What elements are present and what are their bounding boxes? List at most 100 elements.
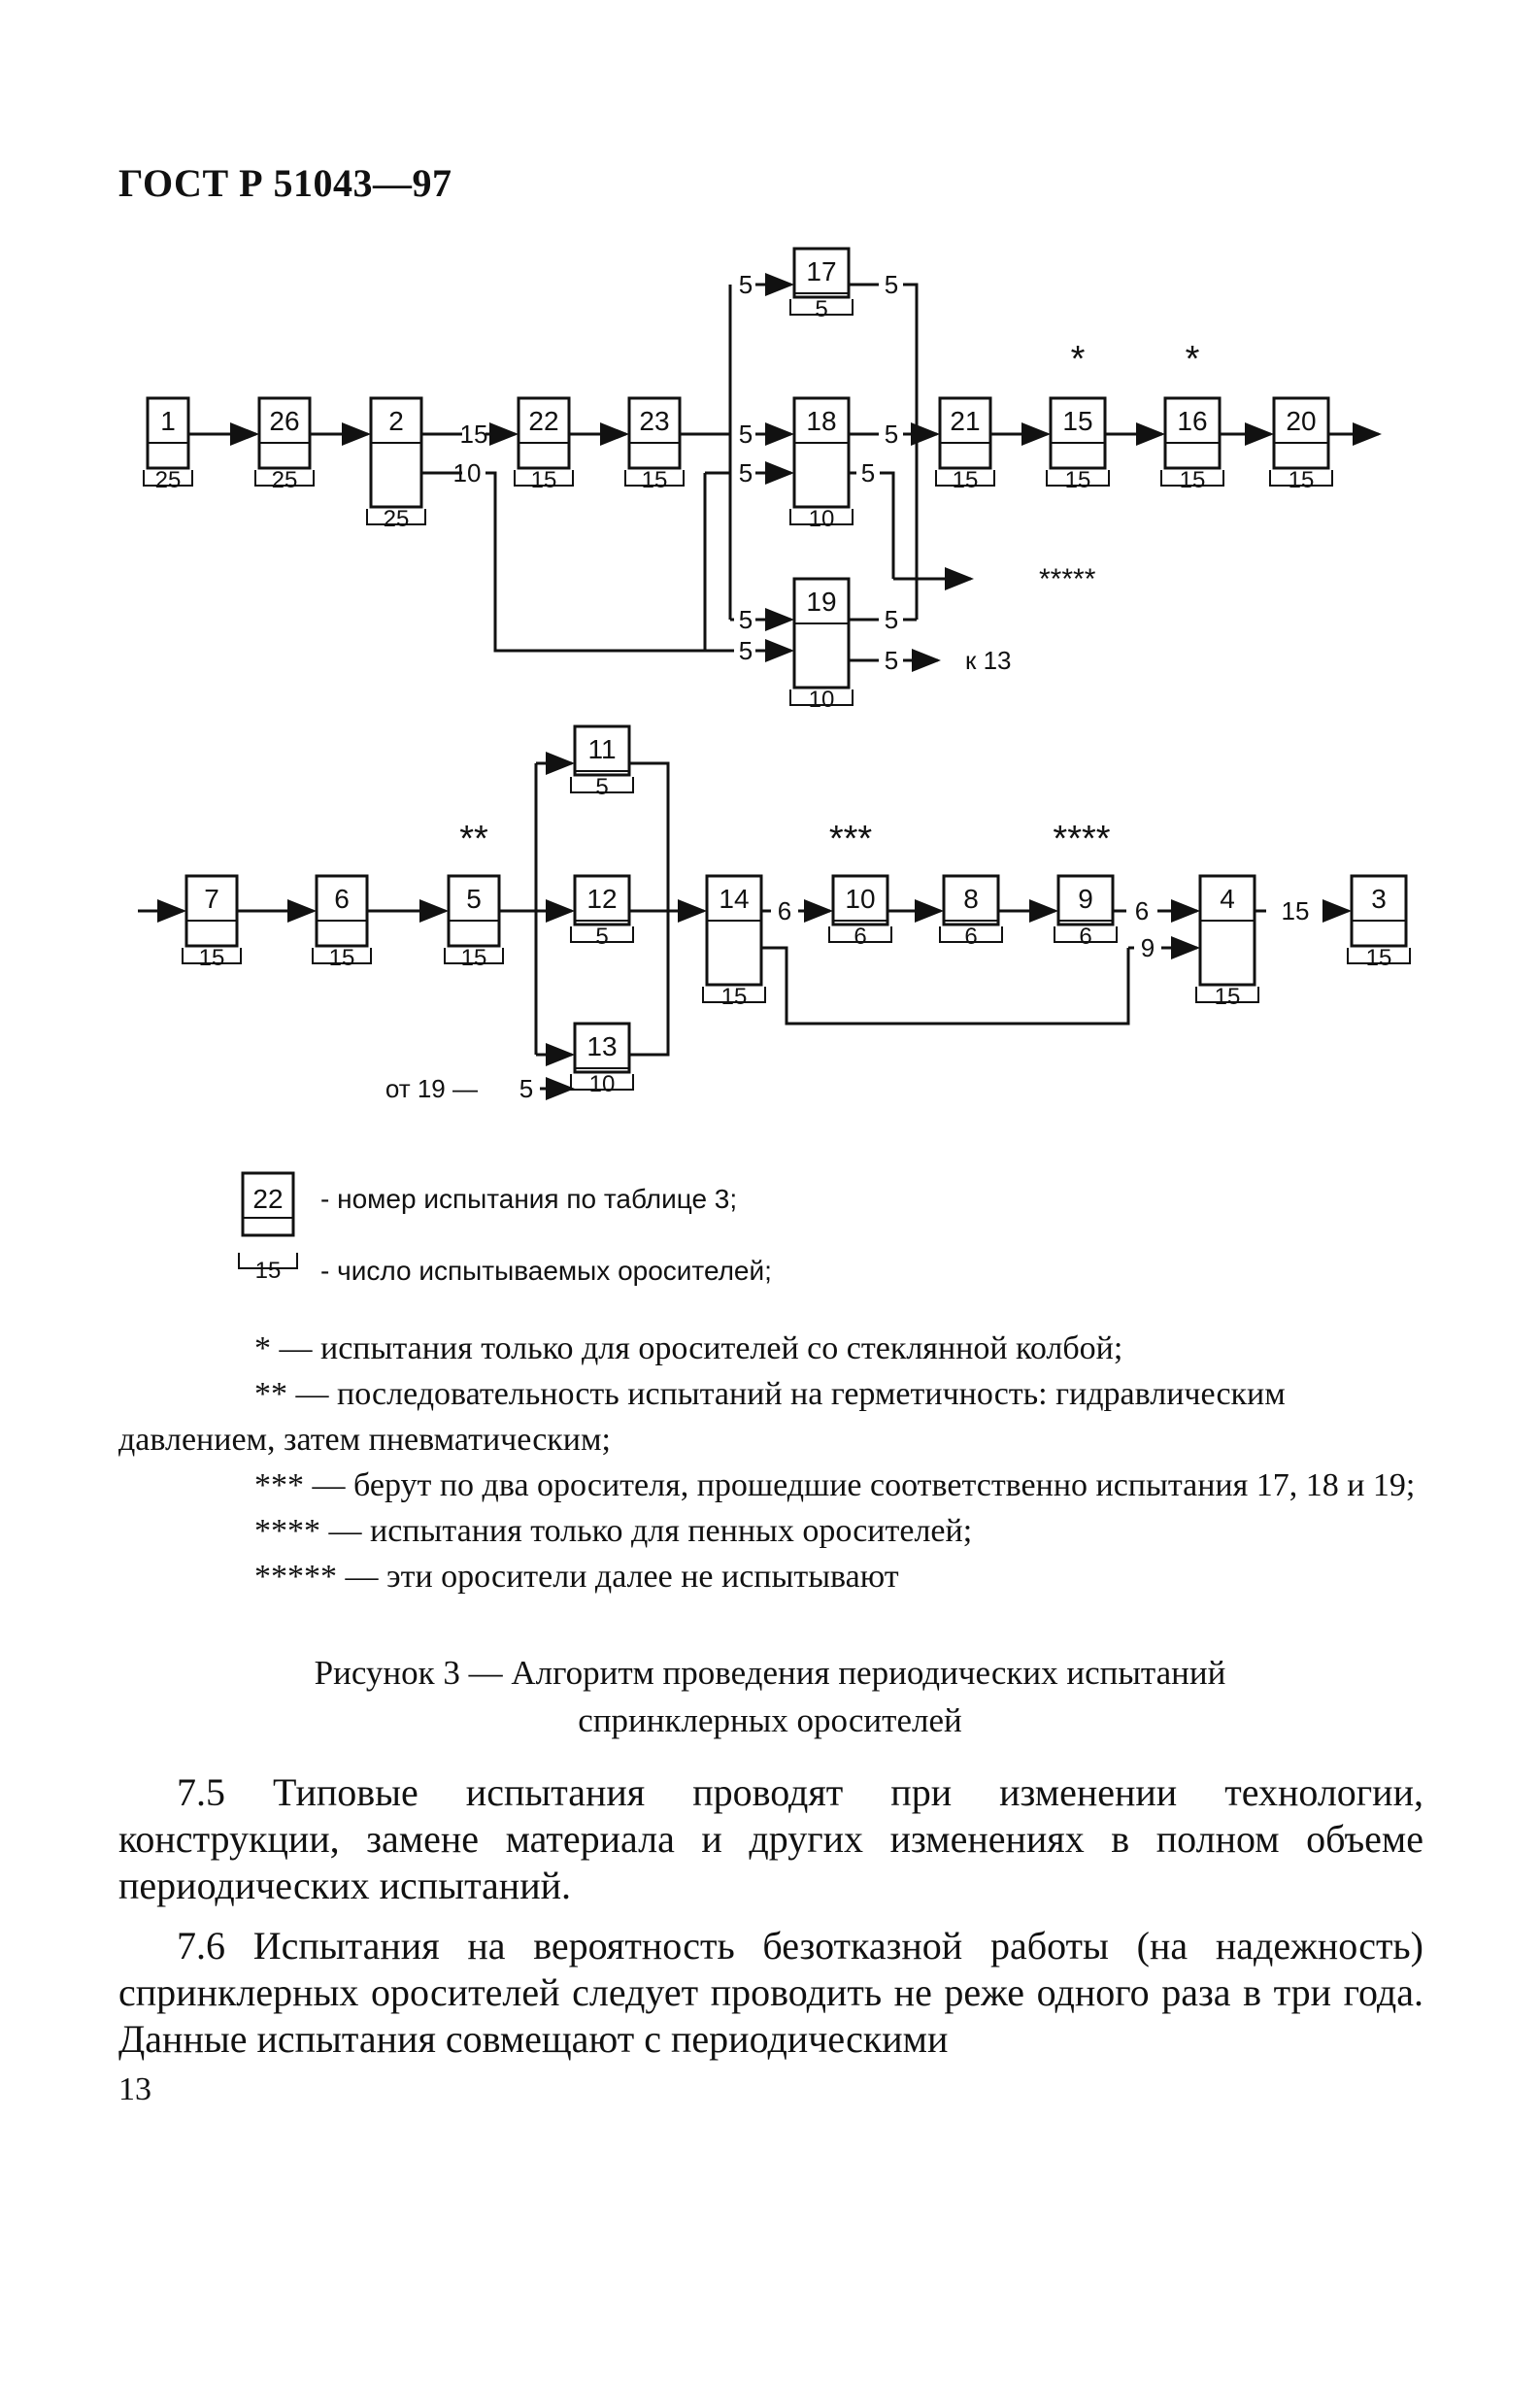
tested-quantity: 25 [155,467,182,493]
quantity-bracket [570,926,634,943]
test-box-frame [315,874,369,948]
test-number: 10 [845,884,875,914]
flow-quantity: 5 [885,605,898,634]
test-box-frame [938,396,992,470]
tested-quantity: 6 [964,924,977,950]
tested-quantity: 10 [809,506,835,532]
test-box-frame [792,396,851,509]
quantity-bracket [366,509,426,525]
test-box-frame [369,396,423,509]
test-number: 20 [1286,406,1316,436]
test-box-4: 415 [1195,874,1259,1010]
tested-quantity: 15 [1065,467,1091,493]
test-algorithm-diagram: 1252625225221523151751810191021151515161… [138,247,1411,1286]
test-box-frame [447,874,501,948]
tested-quantity: 15 [461,945,487,971]
flow-line [761,946,1130,1026]
tested-quantity: 15 [1366,945,1392,971]
quantity-bracket [789,299,854,316]
quantity-bracket [1054,926,1118,943]
test-number: 18 [806,406,836,436]
quantity-bracket [1195,987,1259,1003]
test-box-10: 106 [828,874,892,950]
legend-bracket [238,1253,298,1269]
legend-number-description: - номер испытания по таблице 3; [320,1184,737,1214]
flow-quantity: 5 [739,270,753,299]
quantity-bracket [935,470,995,487]
figure-caption: Рисунок 3 — Алгоритм проведения периодич… [155,1649,1385,1744]
flow-quantity: 15 [460,420,488,449]
quantity-bracket [254,470,315,487]
flow-quantity: 5 [739,420,753,449]
test-box-8: 86 [939,874,1003,950]
legend-quantity: 15 [255,1258,282,1284]
test-box-frame [146,396,190,470]
test-box-9: 96 [1054,874,1118,950]
legend-quantity-description: - число испытываемых оросителей; [320,1256,772,1286]
test-number: 17 [806,256,836,286]
flow-quantity: 5 [861,458,875,488]
legend-box-frame [241,1171,295,1237]
quantity-bracket [570,777,634,793]
test-box-frame [1163,396,1222,470]
flow-quantity: 9 [1141,933,1155,962]
quantity-bracket [828,926,892,943]
test-number: 9 [1078,884,1093,914]
body-text: 7.5 Типовые испытания проводят при измен… [118,1769,1423,2076]
test-number: 12 [586,884,617,914]
test-number: 7 [204,884,219,914]
quantity-bracket [702,987,766,1003]
tested-quantity: 6 [1079,924,1091,950]
quantity-bracket [1269,470,1333,487]
test-box-frame [1272,396,1330,470]
test-box-frame [1049,396,1107,470]
flow-quantity: 5 [519,1074,533,1103]
quantity-bracket [143,470,193,487]
test-box-frame [831,874,889,926]
test-number: 21 [950,406,980,436]
to-test-13-label: к 13 [965,646,1012,675]
footnotes: * — испытания только для оросителей со с… [118,1326,1420,1599]
test-box-frame [1350,874,1408,948]
tested-quantity: 15 [721,984,748,1010]
quantity-bracket [624,470,685,487]
test-box-frame [573,874,631,926]
quantity-bracket [444,948,504,964]
test-number: 5 [466,884,482,914]
flow-line [629,761,670,1057]
test-number: 8 [963,884,979,914]
test-number: 1 [160,406,176,436]
tightness-sequence-mark: ** [459,819,488,859]
tested-quantity: 25 [384,506,410,532]
quantity-bracket [1160,470,1224,487]
foam-sprinkler-mark: **** [1053,819,1110,859]
quantity-bracket [789,509,854,525]
test-number: 16 [1177,406,1207,436]
flow-line [485,471,705,653]
pair-selection-mark: *** [829,819,873,859]
test-box-frame [573,724,631,777]
test-box-frame [792,247,851,299]
glass-bulb-mark: * [1186,339,1200,380]
test-number: 4 [1220,884,1235,914]
test-box-frame [792,577,851,689]
test-number: 19 [806,587,836,617]
flow-line [880,471,895,579]
quantity-bracket [312,948,372,964]
test-number: 26 [269,406,299,436]
flow-quantity: 6 [778,896,791,925]
test-box-frame [184,874,239,948]
tested-quantity: 15 [1180,467,1206,493]
tested-quantity: 10 [809,687,835,713]
tested-quantity: 10 [589,1071,616,1097]
test-box-11: 115 [570,724,634,800]
footnote: **** — испытания только для пенных ороси… [254,1513,973,1549]
